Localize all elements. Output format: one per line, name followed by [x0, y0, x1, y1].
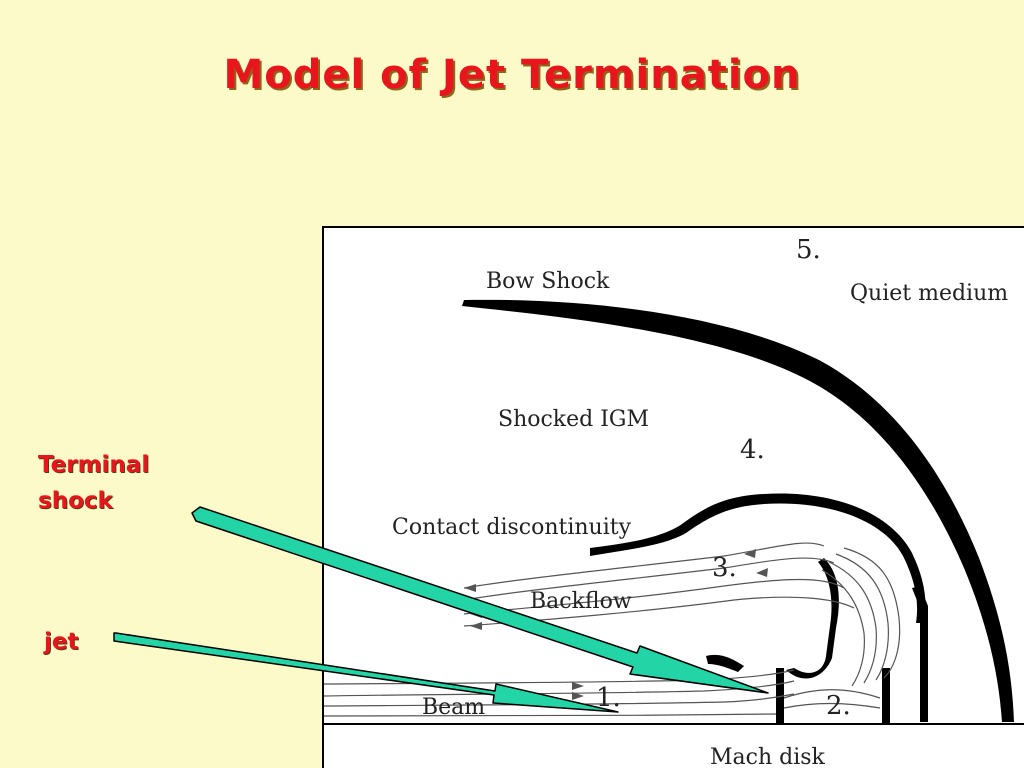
quiet-medium-label: Quiet medium	[850, 281, 1008, 306]
region-1-label: 1.	[596, 683, 621, 713]
diagram-canvas: Bow Shock Quiet medium Shocked IGM Conta…	[324, 235, 1024, 768]
slide-title: Model of Jet Termination	[223, 52, 801, 98]
region-2-label: 2.	[826, 691, 851, 721]
beam-label: Beam	[422, 695, 485, 720]
bow-shock-label: Bow Shock	[486, 269, 610, 294]
jet-callout: jet	[44, 629, 79, 655]
bow-shock-curve	[462, 299, 1014, 722]
mach-disk-label: Mach disk	[710, 745, 826, 768]
contact-discontinuity-curve	[590, 493, 926, 623]
region-4-label: 4.	[740, 435, 765, 465]
region-3-label: 3.	[712, 553, 737, 583]
region-5-label: 5.	[796, 235, 821, 265]
shocked-igm-label: Shocked IGM	[498, 407, 649, 432]
jet-termination-diagram: Bow Shock Quiet medium Shocked IGM Conta…	[322, 226, 1024, 768]
terminal-shock-callout: Terminal shock	[38, 447, 149, 519]
cocoon-right-wall	[912, 586, 928, 722]
backflow-label: Backflow	[530, 589, 632, 614]
mach-disk-post-right	[882, 668, 890, 724]
terminal-shock-label-line1: Terminal	[38, 452, 150, 478]
terminal-shock-label-line2: shock	[38, 488, 113, 514]
small-shock-blob	[706, 654, 744, 672]
contact-discontinuity-label: Contact discontinuity	[392, 515, 632, 540]
